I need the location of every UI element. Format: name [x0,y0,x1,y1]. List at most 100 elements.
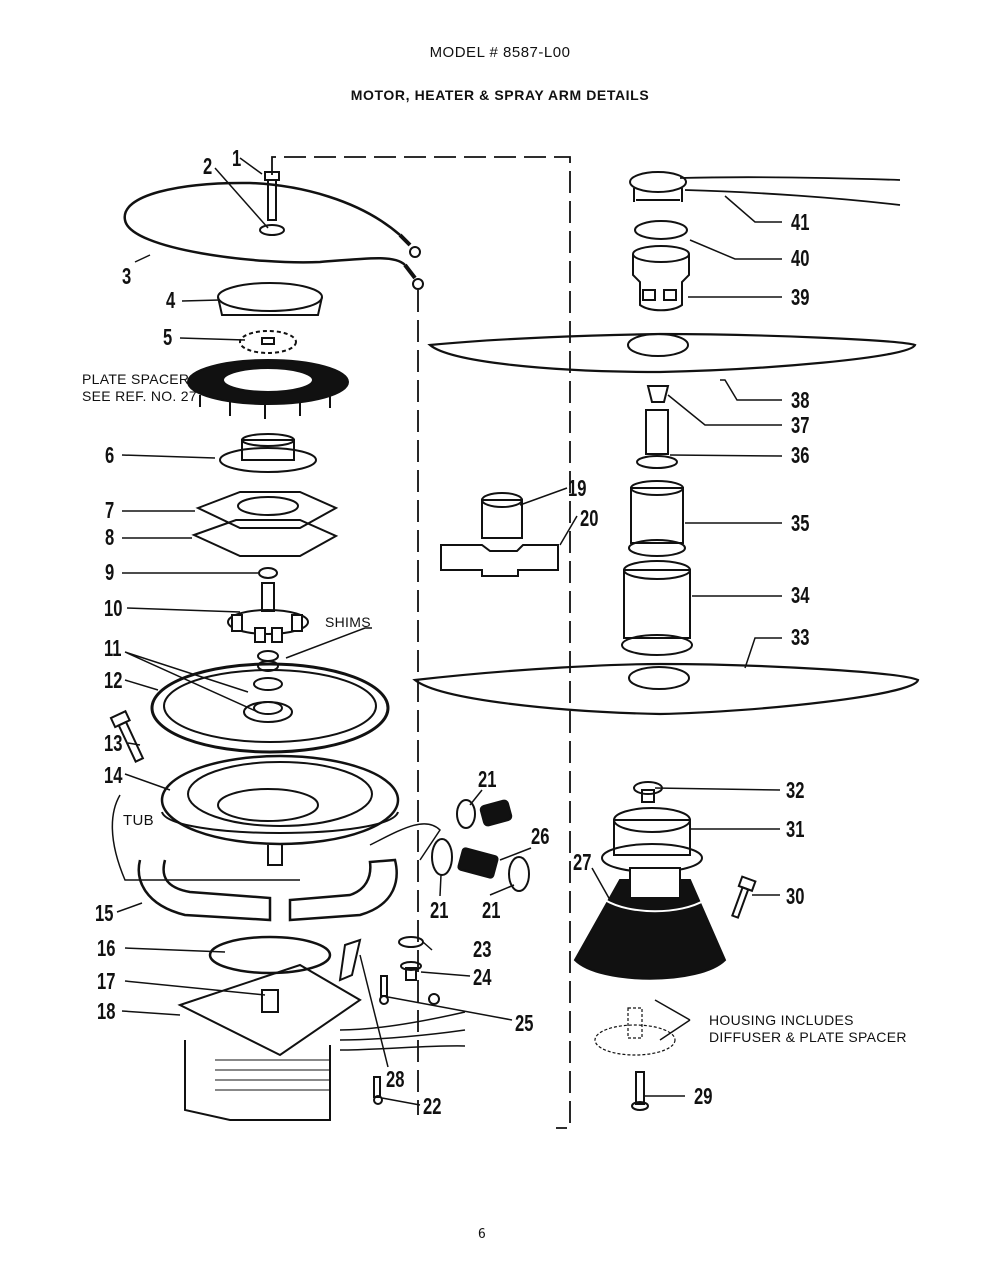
heater-element [123,181,424,290]
callout-26: 26 [531,823,550,849]
assembly-guide-lines [271,156,571,1129]
callout-18: 18 [97,998,116,1024]
gasket-part-8 [191,519,339,557]
callout-5: 5 [163,324,173,350]
callout-16: 16 [97,935,116,961]
plate-spacer [187,359,349,419]
pump-guard-part-31 [601,807,703,873]
tube-part-36 [636,409,678,469]
screw-part-32 [633,781,663,803]
impeller-part-10 [227,582,309,643]
model-number: MODEL # 8587-L00 [429,44,571,61]
bolt-part-13 [109,709,145,763]
callout-30: 30 [786,883,805,909]
callout-29: 29 [694,1083,713,1109]
screw-part-29 [631,1071,649,1111]
nut-part-37 [646,385,670,403]
manifold-part-41 [629,171,901,206]
callout-23: 23 [473,936,492,962]
callout-32: 32 [786,777,805,803]
callout-10: 10 [104,595,123,621]
callout-21-top: 21 [478,766,497,792]
diffuser [594,1007,676,1056]
callout-27: 27 [573,849,592,875]
callout-11: 11 [104,635,122,661]
callout-1: 1 [232,145,242,171]
callout-28: 28 [386,1066,405,1092]
callout-20: 20 [580,505,599,531]
lower-spray-arm-part-33 [412,662,920,716]
gasket-part-40 [634,220,688,240]
callout-3: 3 [122,263,132,289]
callout-19: 19 [568,475,587,501]
callout-14: 14 [104,762,123,788]
callout-21-left: 21 [430,897,449,923]
callout-8: 8 [105,524,115,550]
cover-plate-part-4 [217,282,323,316]
callout-15: 15 [95,900,114,926]
bolt-part-1 [264,171,280,221]
housing-cap-part-6 [219,433,317,473]
tub-ring-part-15 [137,858,398,922]
housing-note: HOUSING INCLUDES DIFFUSER & PLATE SPACER [709,1012,907,1046]
callout-9: 9 [105,559,115,585]
tub-label: TUB [123,812,154,829]
callout-12: 12 [104,667,123,693]
pump-housing-part-27 [573,867,727,980]
gear-part-5 [239,330,297,354]
shims [243,650,293,723]
leader-lines [116,157,783,1106]
page-number: 6 [478,1227,486,1242]
housing-note-line1: HOUSING INCLUDES [709,1012,854,1028]
bushing-part-19 [481,492,523,539]
bolt-part-30 [731,875,757,919]
screw-part-25 [379,975,389,1005]
callout-31: 31 [786,816,805,842]
callout-7: 7 [105,497,115,523]
bracket-part-28 [338,938,362,982]
housing-note-line2: DIFFUSER & PLATE SPACER [709,1029,907,1045]
plate-spacer-note-line2: SEE REF. NO. 27 [82,388,197,404]
callout-33: 33 [791,624,810,650]
plate-spacer-note-line1: PLATE SPACER [82,371,190,387]
upper-spray-arm-part-38 [427,332,917,374]
callout-2: 2 [203,153,213,179]
callout-38: 38 [791,387,810,413]
coupling-part-17 [261,989,279,1013]
disc-part-16 [208,935,332,975]
callout-39: 39 [791,284,810,310]
callout-41: 41 [791,209,810,235]
grommet-part-23 [398,936,424,948]
bracket-part-20 [440,544,559,577]
callout-13: 13 [104,730,123,756]
callout-36: 36 [791,442,810,468]
callout-6: 6 [105,442,115,468]
callout-17: 17 [97,968,116,994]
shims-leader [285,627,372,659]
plate-spacer-note: PLATE SPACER SEE REF. NO. 27 [82,371,197,405]
shims-label: SHIMS [325,614,371,630]
callout-34: 34 [791,582,810,608]
callout-40: 40 [791,245,810,271]
hose-clamps-part-21 [431,799,530,892]
tube-part-35 [628,480,686,557]
guide-line-right [271,156,571,1129]
seal-ring-part-12 [150,662,390,754]
callout-35: 35 [791,510,810,536]
callout-4: 4 [166,287,176,313]
callout-22: 22 [423,1093,442,1119]
screw-part-22 [373,1076,383,1105]
washer-part-9 [258,567,278,579]
hose-part [479,799,513,827]
callout-37: 37 [791,412,810,438]
connector-part-26 [457,847,499,879]
spray-nut-part-39 [632,245,690,312]
diagram-title: MOTOR, HEATER & SPRAY ARM DETAILS [350,87,650,103]
screw-part-24 [400,961,422,981]
callout-24: 24 [473,964,492,990]
callout-21-right: 21 [482,897,501,923]
motor-part-18 [177,963,466,1121]
tube-part-34 [621,560,693,656]
tub-outline [111,794,441,881]
